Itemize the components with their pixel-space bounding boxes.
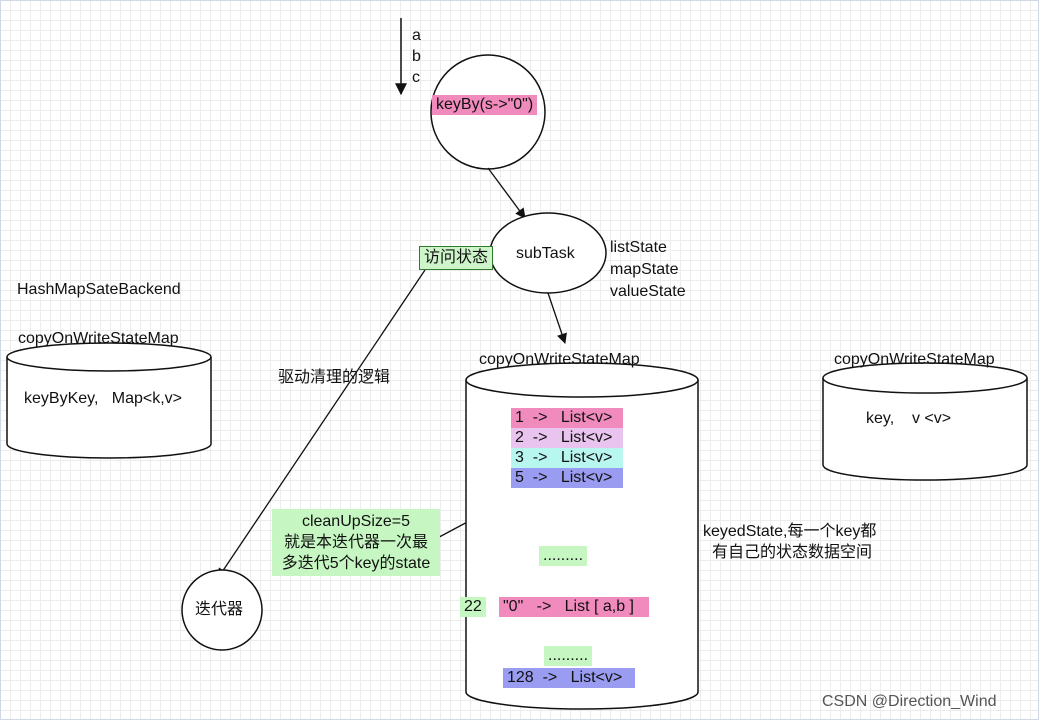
backend-name: HashMapSateBackend: [17, 281, 181, 298]
iterator-node: [181, 569, 263, 651]
stream-item-b: b: [412, 48, 421, 65]
entry-key: 5: [515, 469, 524, 486]
entry-key: 1: [515, 409, 524, 426]
keyed-entry-128: 128 -> List<v>: [503, 668, 635, 688]
keyed-state-note-line-2: 有自己的状态数据空间: [712, 544, 873, 561]
entry-value: List<v>: [560, 409, 613, 426]
left-map-content: keyByKey, Map<k,v>: [24, 390, 182, 407]
left-state-map-cylinder: [6, 342, 212, 459]
entry-arrow: ->: [536, 598, 552, 615]
keyed-entry-1: 1 -> List<v>: [511, 408, 623, 428]
right-map-content: key, v <v>: [866, 410, 952, 427]
subtask-to-map-arrow: [547, 292, 567, 344]
stream-item-a: a: [412, 27, 421, 44]
keyed-state-note-line-1: keyedState,每一个key都: [703, 523, 877, 540]
keyby-label: keyBy(s->"0"): [432, 95, 538, 115]
keyed-entry-5: 5 -> List<v>: [511, 468, 623, 488]
cleanup-note-line-3: 多迭代5个key的state: [281, 555, 431, 572]
cleanup-logic-label: 驱动清理的逻辑: [278, 369, 391, 386]
cleanup-note: cleanUpSize=5 就是本迭代器一次最 多迭代5个key的state: [272, 509, 440, 576]
access-to-iterator-arrow: [217, 269, 426, 579]
ellipsis-lower: .........: [544, 646, 593, 666]
iterator-label: 迭代器: [195, 601, 244, 618]
entry-arrow: ->: [532, 409, 548, 426]
right-state-map-cylinder: [822, 362, 1028, 481]
zero-key-entry: "0" -> List [ a,b ]: [499, 597, 649, 617]
entry-value: List<v>: [560, 449, 613, 466]
entry-key: 2: [515, 429, 524, 446]
entry-value: List<v>: [560, 469, 613, 486]
cleanup-note-line-2: 就是本迭代器一次最: [283, 534, 428, 551]
stream-item-c: c: [412, 69, 420, 86]
keyed-entry-2: 2 -> List<v>: [511, 428, 623, 448]
entry-key: 3: [515, 449, 524, 466]
main-map-title: copyOnWriteStateMap: [479, 351, 640, 368]
subtask-label: subTask: [516, 245, 575, 262]
index-22: 22: [460, 597, 486, 617]
state-type-value: valueState: [610, 283, 686, 300]
cleanup-note-line-1: cleanUpSize=5: [301, 513, 411, 530]
right-map-title: copyOnWriteStateMap: [834, 351, 995, 368]
ellipsis-upper: .........: [539, 546, 588, 566]
entry-arrow: ->: [542, 669, 558, 686]
left-map-title: copyOnWriteStateMap: [18, 330, 179, 347]
entry-value: List<v>: [570, 669, 623, 686]
entry-key: "0": [503, 598, 524, 615]
entry-key: 128: [507, 669, 534, 686]
keyed-entry-3: 3 -> List<v>: [511, 448, 623, 468]
entry-arrow: ->: [532, 449, 548, 466]
keyby-to-subtask-arrow: [487, 167, 526, 219]
entry-arrow: ->: [532, 429, 548, 446]
entry-value: List [ a,b ]: [564, 598, 634, 615]
access-state-label: 访问状态: [419, 246, 494, 270]
state-type-map: mapState: [610, 261, 679, 278]
entry-arrow: ->: [532, 469, 548, 486]
entry-value: List<v>: [560, 429, 613, 446]
state-type-list: listState: [610, 239, 667, 256]
watermark: CSDN @Direction_Wind: [822, 693, 997, 710]
